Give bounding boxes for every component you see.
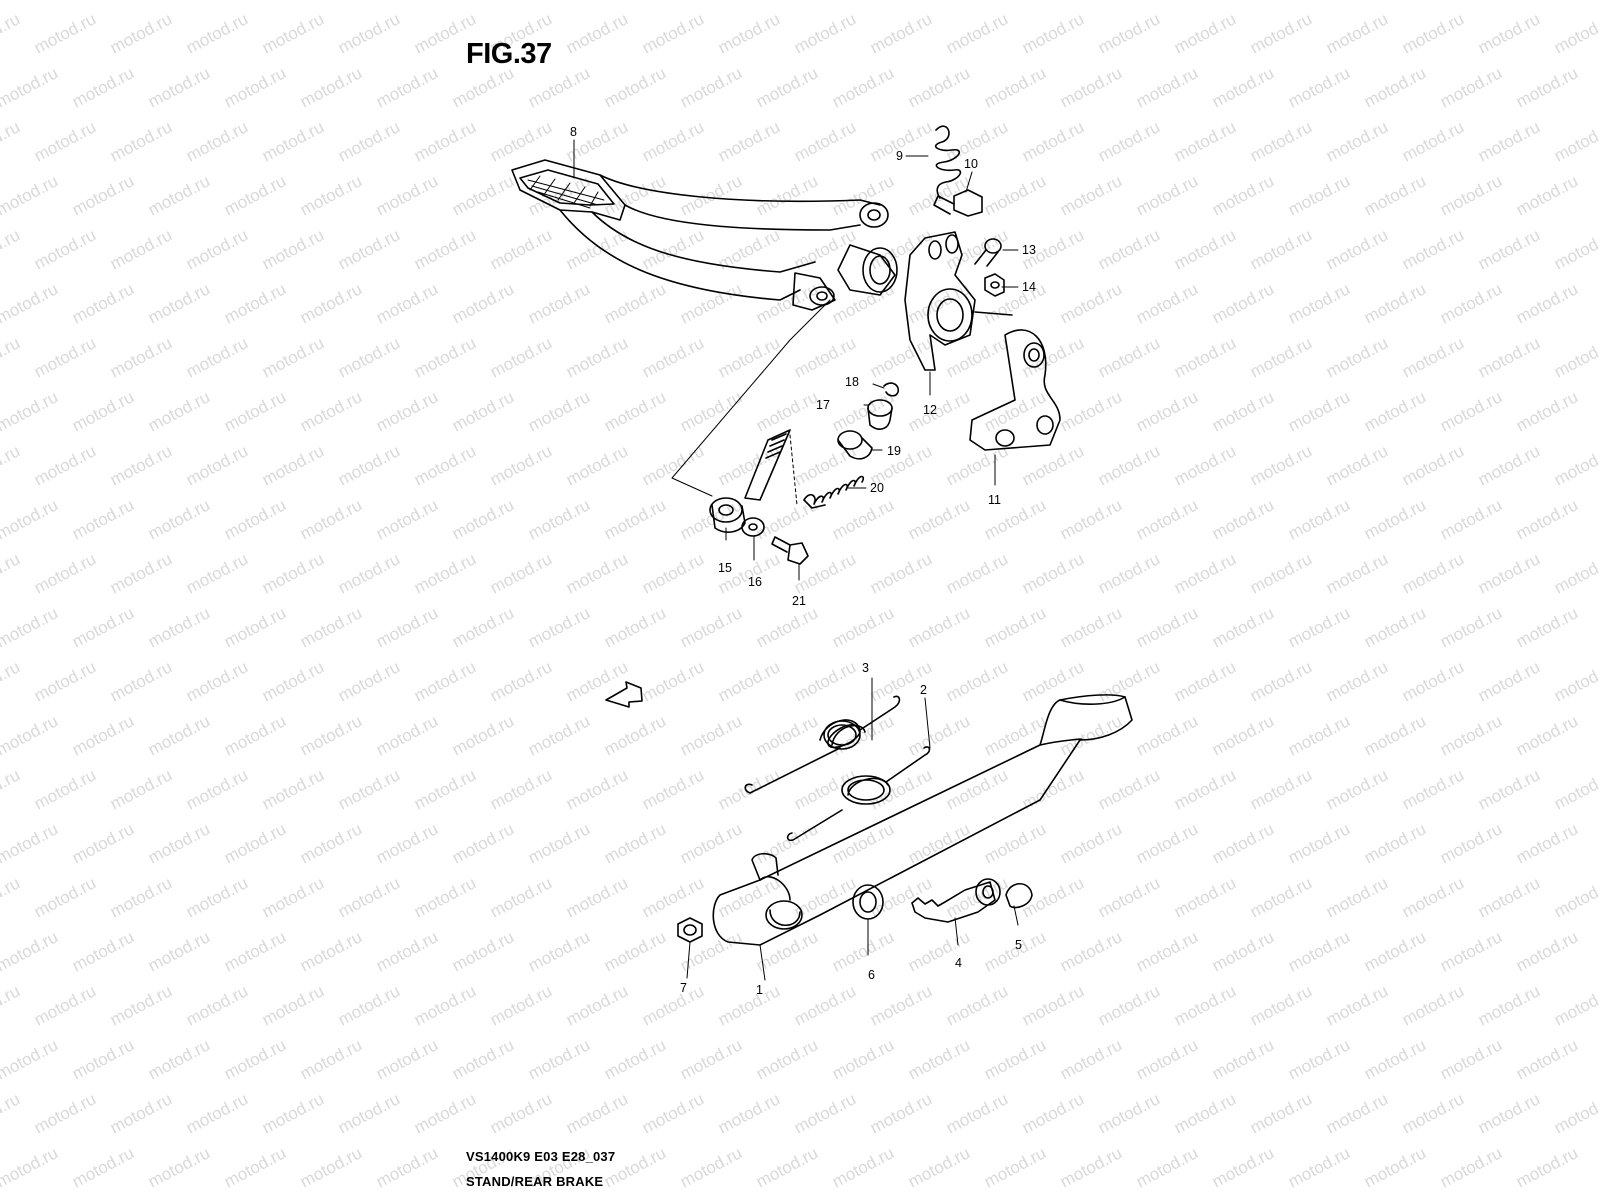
callout-1: 1	[756, 983, 763, 997]
part-12-arm	[904, 231, 1013, 371]
part-4-pivot-bolt	[911, 878, 1001, 923]
part-7-nut	[677, 917, 703, 943]
part-17-pin	[867, 399, 893, 430]
part-18-cotter-pin	[883, 382, 900, 397]
callout-20: 20	[870, 481, 884, 495]
callout-3: 3	[862, 661, 869, 675]
part-13-bolt	[974, 238, 1002, 267]
callout-13: 13	[1022, 243, 1036, 257]
callout-10: 10	[964, 157, 978, 171]
part-15-rod-end	[709, 429, 791, 533]
alignment-lines	[671, 299, 831, 506]
callout-19: 19	[887, 444, 901, 458]
callout-21: 21	[792, 594, 806, 608]
callout-11: 11	[988, 493, 1001, 507]
callout-18: 18	[845, 375, 859, 389]
forward-arrow	[605, 681, 643, 708]
callout-7: 7	[680, 981, 687, 995]
callout-15: 15	[718, 561, 732, 575]
part-3-spring	[744, 695, 901, 794]
part-9-spring	[935, 125, 962, 199]
part-10-bolt	[933, 189, 983, 217]
model-code: VS1400K9 E03 E28_037	[466, 1149, 616, 1164]
part-2-spring	[786, 746, 931, 842]
part-14-nut	[984, 273, 1005, 297]
part-20-spring	[803, 475, 865, 509]
part-21-bolt	[771, 536, 809, 565]
callout-8: 8	[570, 125, 577, 139]
section-name: STAND/REAR BRAKE	[466, 1174, 604, 1189]
callout-12: 12	[923, 403, 937, 417]
part-1-side-stand	[712, 694, 1133, 946]
callout-14: 14	[1022, 280, 1036, 294]
callout-17: 17	[816, 398, 830, 412]
callout-6: 6	[868, 968, 875, 982]
part-19-sleeve	[837, 430, 873, 460]
leader-lines	[573, 139, 1019, 981]
callout-4: 4	[955, 956, 962, 970]
figure-title: FIG.37	[466, 38, 552, 70]
part-16-washer	[741, 517, 765, 537]
callout-16: 16	[748, 575, 762, 589]
callout-9: 9	[896, 149, 903, 163]
part-11-link	[969, 329, 1061, 451]
part-8-brake-pedal	[511, 159, 898, 311]
callout-5: 5	[1015, 938, 1022, 952]
callout-2: 2	[920, 683, 927, 697]
part-5-cap	[1005, 882, 1033, 909]
callout-labels: 8 9 10 13 14 12 11 18 17 19 20 15 16 21 …	[570, 125, 1036, 997]
